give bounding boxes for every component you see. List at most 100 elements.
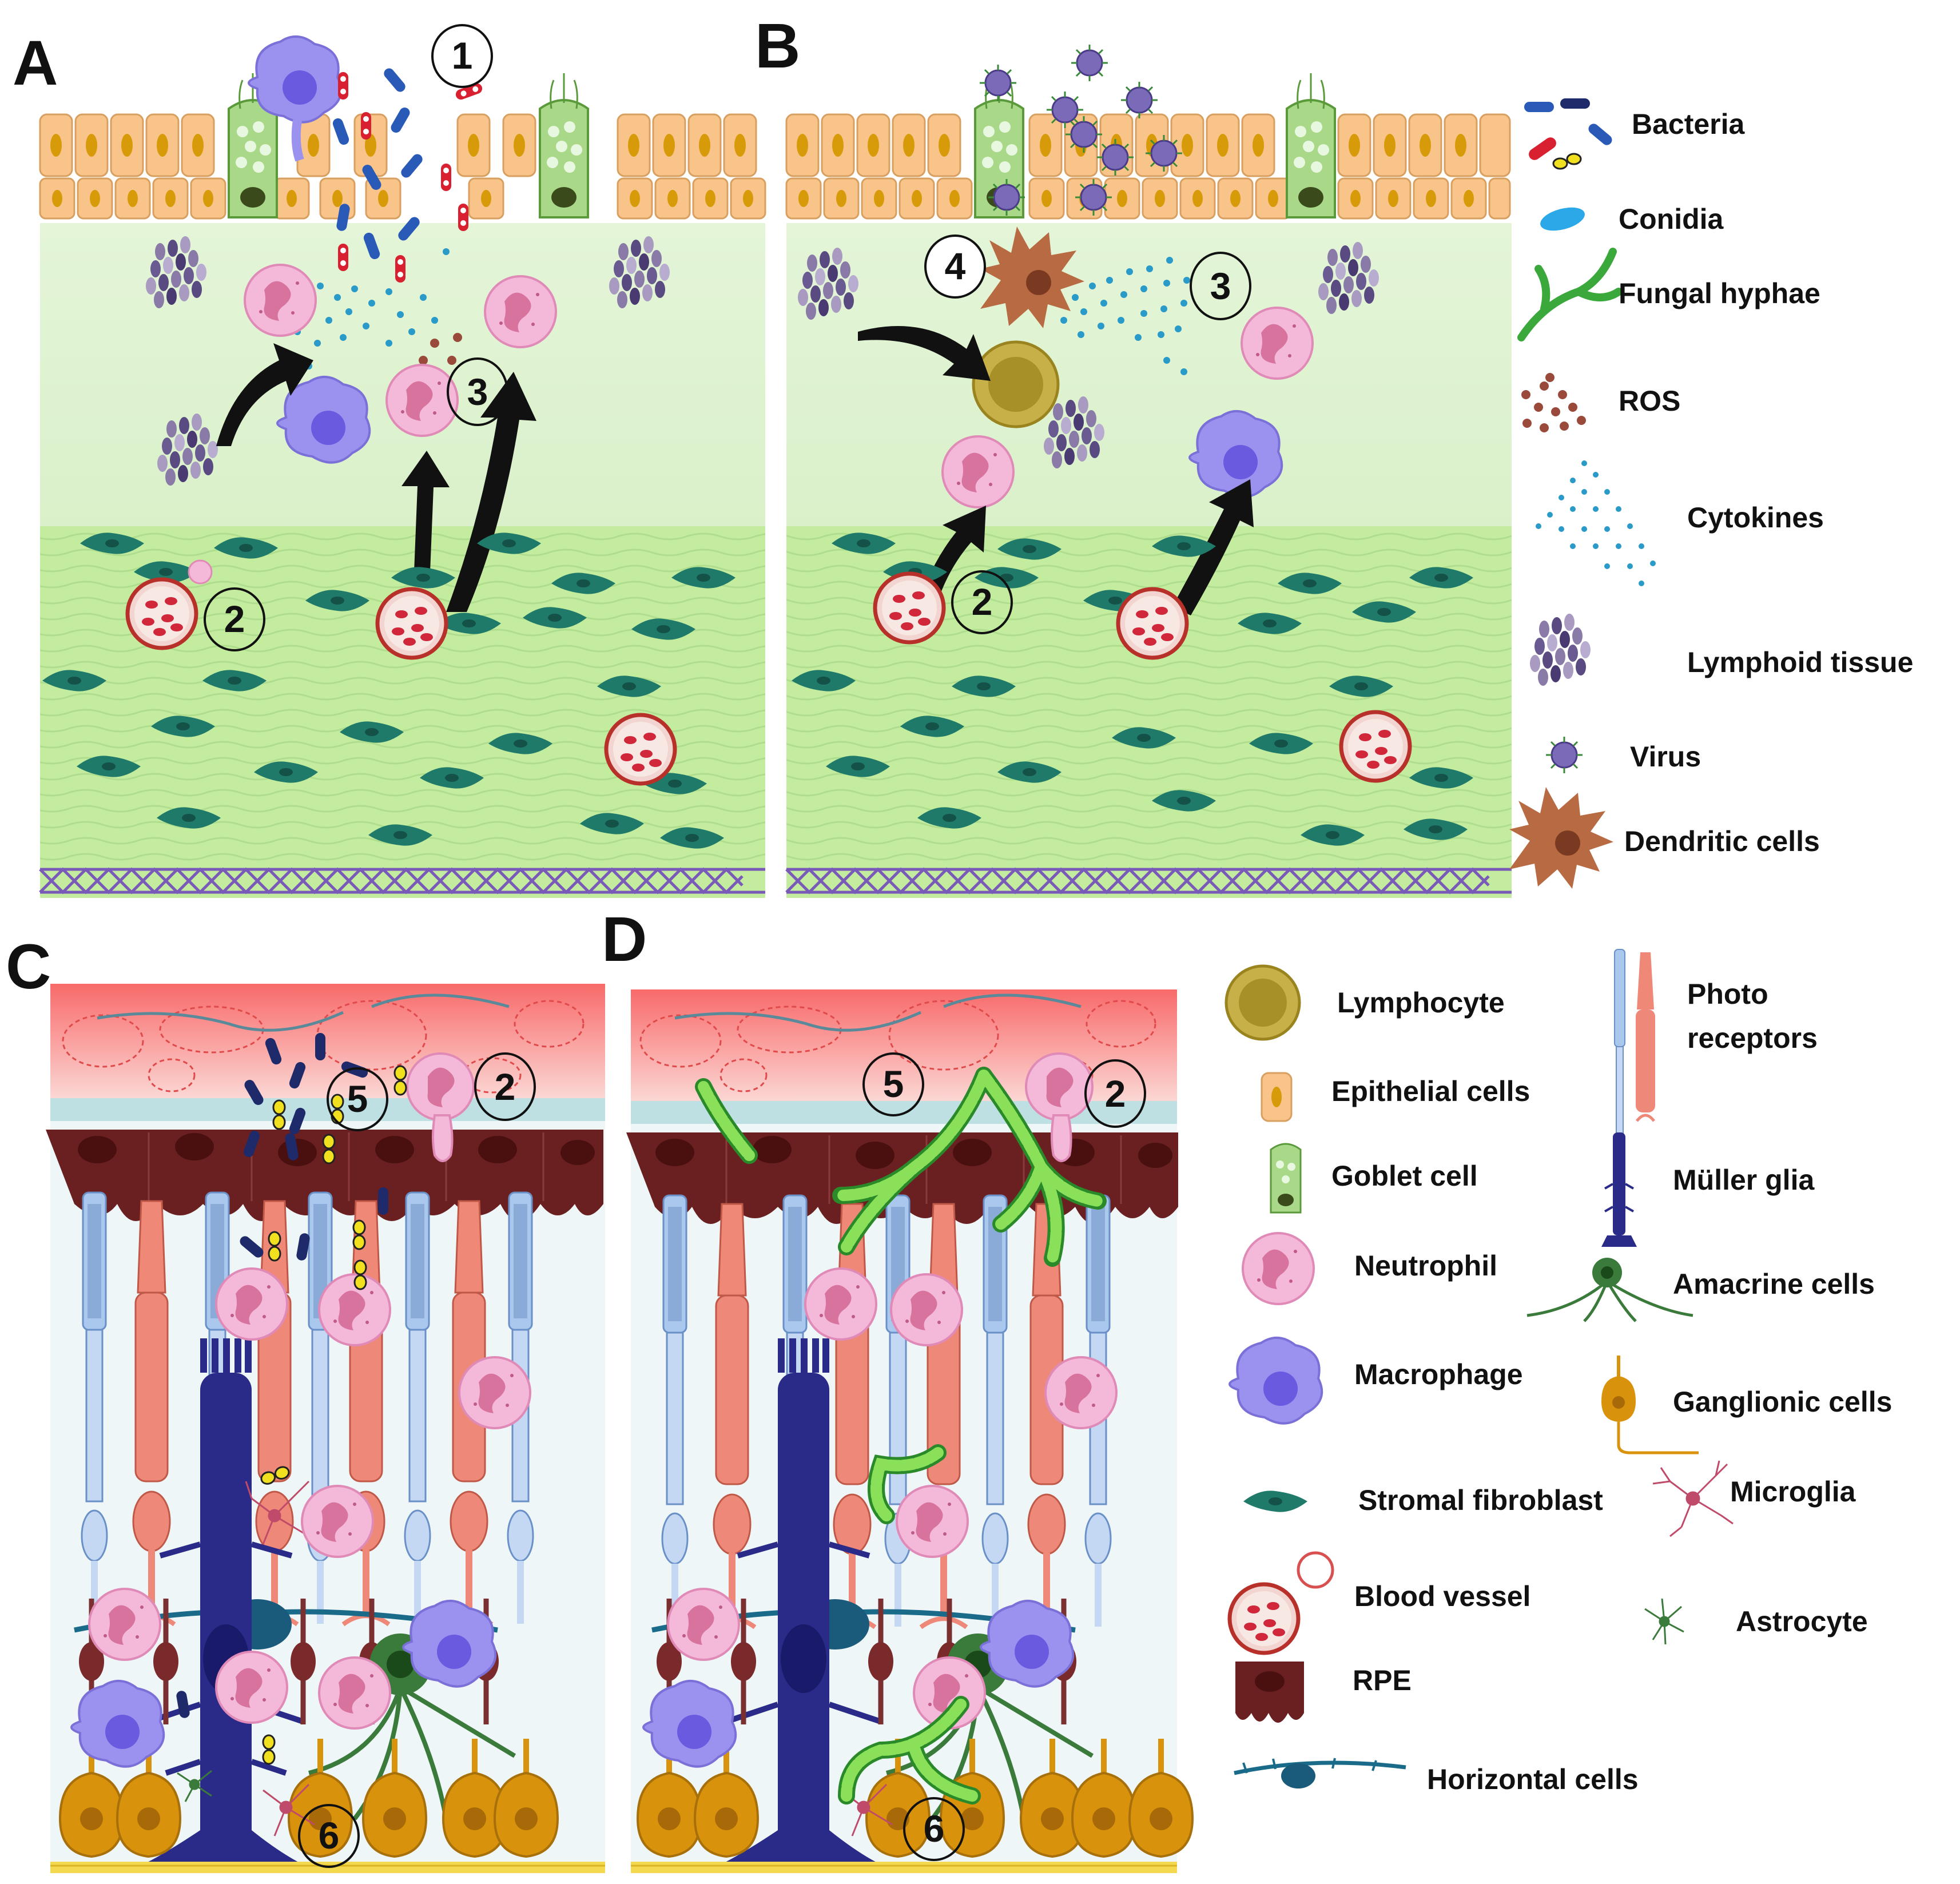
basement-membrane-a (39, 867, 765, 895)
panel-c (46, 984, 605, 1873)
fungal-hyphae-icon (1517, 248, 1623, 341)
blood-vessel (377, 589, 446, 658)
conidia-icon (1540, 207, 1585, 231)
panel-a (39, 35, 766, 898)
neutrophil (804, 1267, 877, 1341)
neutrophil (215, 1267, 288, 1341)
legend-lymphocyte: Lymphocyte (1337, 987, 1505, 1019)
neutrophil (896, 1485, 969, 1558)
svg-text:3: 3 (1210, 265, 1231, 307)
blood-vessel (875, 574, 944, 642)
legend-microglia: Microglia (1730, 1476, 1856, 1508)
legend-bacteria: Bacteria (1632, 108, 1746, 140)
fungal-hyphae-d-fill (698, 1070, 1104, 1802)
callout-5-d: 5 (862, 1052, 924, 1116)
callout-3-b: 3 (1190, 252, 1251, 320)
goblet-cell (1286, 73, 1336, 218)
rpe-icon (1235, 1662, 1304, 1723)
svg-text:2: 2 (972, 581, 993, 623)
lymphoid-tissue-icon (1530, 614, 1591, 686)
panel-b (785, 43, 1512, 898)
svg-text:3: 3 (467, 371, 488, 413)
lymphocyte-icon (1224, 964, 1301, 1041)
stromal-fibroblast-icon (1243, 1490, 1307, 1512)
callout-4-b: 4 (924, 234, 986, 299)
neutrophil (1044, 1356, 1118, 1429)
legend-horizontal-cells: Horizontal cells (1427, 1763, 1639, 1795)
epithelium-a (39, 113, 766, 220)
svg-text:4: 4 (945, 245, 966, 287)
neutrophil (667, 1588, 740, 1661)
legend-muller-glia: Müller glia (1673, 1164, 1815, 1196)
legend-bottom: Lymphocyte Epithelial cells Goblet cell … (1224, 949, 1892, 1795)
neutrophil (385, 364, 459, 437)
neutrophil (890, 1273, 963, 1346)
panel-label-c: C (6, 932, 51, 1002)
legend-photoreceptors-line1: Photo (1687, 978, 1768, 1010)
cytokines-icon (1536, 460, 1656, 586)
rpe-layer-c (46, 1130, 603, 1221)
neutrophil (301, 1485, 374, 1558)
astrocyte-icon (1644, 1598, 1684, 1645)
callout-2-c: 2 (474, 1052, 536, 1121)
ganglionic-cell-icon (1601, 1356, 1699, 1454)
muller-glia (721, 1338, 882, 1865)
blood-vessel (128, 579, 196, 648)
neutrophil (215, 1651, 288, 1724)
legend-conidia: Conidia (1619, 203, 1724, 235)
legend-cytokines: Cytokines (1687, 502, 1824, 534)
svg-text:6: 6 (319, 1814, 340, 1857)
callout-6-d: 6 (903, 1797, 965, 1861)
legend-lymphoid-tissue: Lymphoid tissue (1687, 646, 1913, 678)
callout-5-c: 5 (327, 1067, 388, 1131)
legend-macrophage: Macrophage (1354, 1358, 1523, 1390)
legend-ros: ROS (1619, 385, 1680, 417)
svg-text:6: 6 (924, 1807, 945, 1850)
blood-vessel (606, 715, 675, 784)
amacrine-cell-icon (1526, 1258, 1693, 1322)
goblet-cell (228, 73, 278, 218)
legend-blood-vessel: Blood vessel (1354, 1580, 1530, 1612)
svg-text:2: 2 (224, 598, 245, 640)
callout-2-d: 2 (1084, 1059, 1146, 1128)
svg-text:2: 2 (495, 1066, 516, 1108)
cytokines-b (1060, 257, 1190, 375)
ros-icon (1521, 373, 1586, 432)
microglia-icon (1652, 1460, 1734, 1537)
legend-rpe: RPE (1353, 1664, 1412, 1696)
muller-glia (143, 1338, 304, 1865)
legend-dendritic-cells: Dendritic cells (1624, 825, 1820, 857)
photoreceptors-icon (1614, 949, 1655, 1139)
neutrophil (941, 435, 1015, 508)
neutrophil (244, 264, 317, 337)
callout-6-c: 6 (298, 1804, 360, 1868)
callouts: 1 2 3 4 3 2 5 2 6 5 2 6 (204, 24, 1251, 1868)
panel-label-b: B (755, 11, 800, 81)
blood-vessel (1341, 712, 1410, 781)
lymphocyte (972, 340, 1060, 428)
legend-top: Bacteria Conidia Fungal hyphae ROS Cytok… (1509, 98, 1913, 889)
legend-virus: Virus (1630, 741, 1701, 773)
svg-text:5: 5 (347, 1078, 368, 1120)
legend-ganglionic-cells: Ganglionic cells (1673, 1386, 1892, 1418)
goblet-cell-icon (1270, 1143, 1302, 1214)
neutrophil (1241, 307, 1314, 380)
panel-label-d: D (602, 904, 647, 975)
virus-icon (1545, 736, 1584, 774)
macrophage-icon (1229, 1336, 1323, 1425)
callout-1: 1 (431, 24, 493, 88)
microglia (245, 1480, 315, 1837)
legend-astrocyte: Astrocyte (1736, 1605, 1868, 1637)
epithelial-cell-icon (1261, 1072, 1293, 1122)
neutrophil (88, 1588, 161, 1661)
muller-glia-icon (1601, 1132, 1637, 1247)
bacteria-icon (1524, 98, 1612, 170)
callout-2-a: 2 (204, 587, 265, 651)
arrows-a (216, 343, 536, 612)
svg-text:1: 1 (452, 34, 473, 77)
legend-epithelial-cells: Epithelial cells (1331, 1075, 1530, 1107)
neutrophil (318, 1656, 391, 1730)
legend-stromal-fibroblast: Stromal fibroblast (1358, 1484, 1603, 1516)
callout-2-b: 2 (951, 570, 1013, 634)
neutrophil (484, 275, 557, 348)
